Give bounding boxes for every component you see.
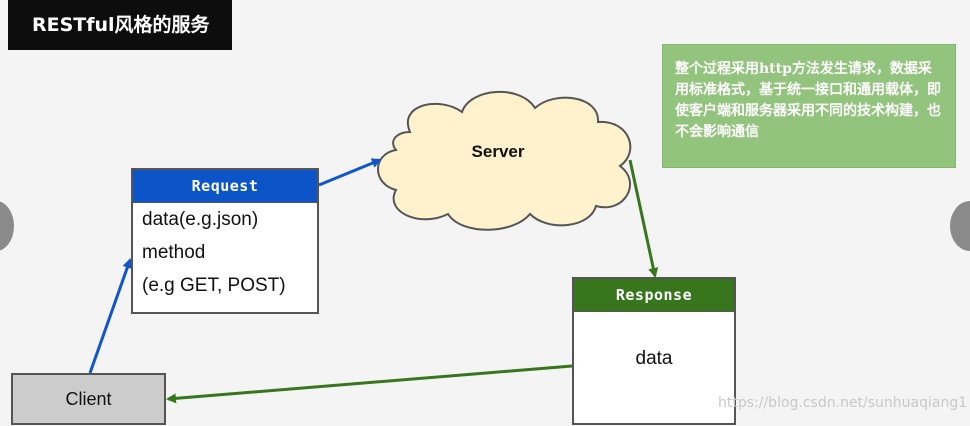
request-header: Request — [133, 170, 317, 203]
response-body: data — [635, 348, 673, 369]
client-box: Client — [11, 373, 166, 425]
server-cloud — [377, 90, 632, 231]
watermark-text: https://blog.csdn.net/sunhuaqiang1 — [718, 395, 968, 411]
request-box: Request data(e.g.json) method (e.g GET, … — [131, 168, 319, 314]
arrow-server-to-response — [628, 159, 659, 278]
response-header: Response — [574, 279, 734, 312]
prev-slide-button[interactable] — [0, 201, 14, 251]
arrow-response-to-client — [166, 364, 573, 404]
arrow-request-to-server — [318, 158, 382, 187]
description-note: 整个过程采用http方法发生请求，数据采用标准格式，基于统一接口和通用载体，即使… — [662, 44, 956, 168]
server-label: Server — [471, 142, 525, 161]
page-title: RESTful风格的服务 — [8, 0, 232, 50]
next-slide-button[interactable] — [950, 201, 970, 251]
request-line-example: (e.g GET, POST) — [142, 275, 286, 296]
response-box: Response data — [572, 277, 736, 425]
request-line-method: method — [142, 242, 206, 263]
arrow-client-to-request — [88, 258, 133, 374]
request-line-data: data(e.g.json) — [142, 209, 259, 230]
